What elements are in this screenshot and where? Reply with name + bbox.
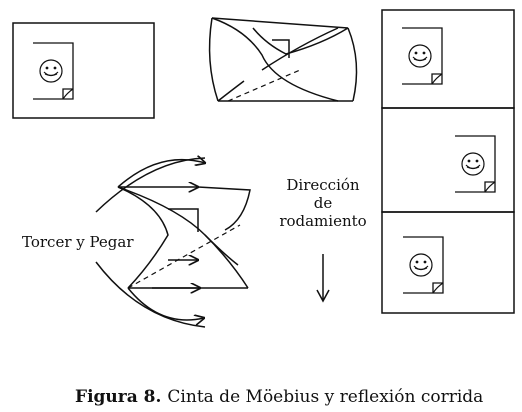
direction-label-2: de: [314, 194, 333, 212]
down-arrow-icon: [316, 254, 330, 303]
smiley-page-icon: [402, 236, 444, 294]
twist-label: Torcer y Pegar: [22, 233, 134, 251]
smiley-page-icon: [32, 42, 74, 100]
direction-label-3: rodamiento: [279, 212, 366, 230]
caption-label: Figura 8.: [75, 387, 161, 407]
smiley-page-icon: [454, 135, 496, 193]
moebius-band-top: [208, 17, 358, 102]
figure-caption: Figura 8. Cinta de Möebius y reflexión co…: [75, 387, 483, 407]
frame-stack: [381, 9, 515, 314]
smiley-page-icon: [401, 27, 443, 85]
twist-diagram: [95, 158, 251, 328]
caption-text: Cinta de Möebius y reflexión corrida: [167, 387, 483, 407]
direction-label-1: Dirección: [286, 176, 360, 194]
top-left-frame: [12, 22, 155, 119]
